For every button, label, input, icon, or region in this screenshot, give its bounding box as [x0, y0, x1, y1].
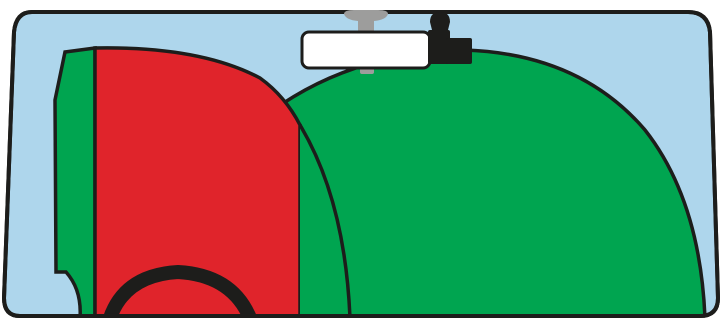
camera-mount — [430, 12, 450, 30]
mirror-icon — [302, 32, 430, 68]
camera-lens — [446, 38, 472, 64]
